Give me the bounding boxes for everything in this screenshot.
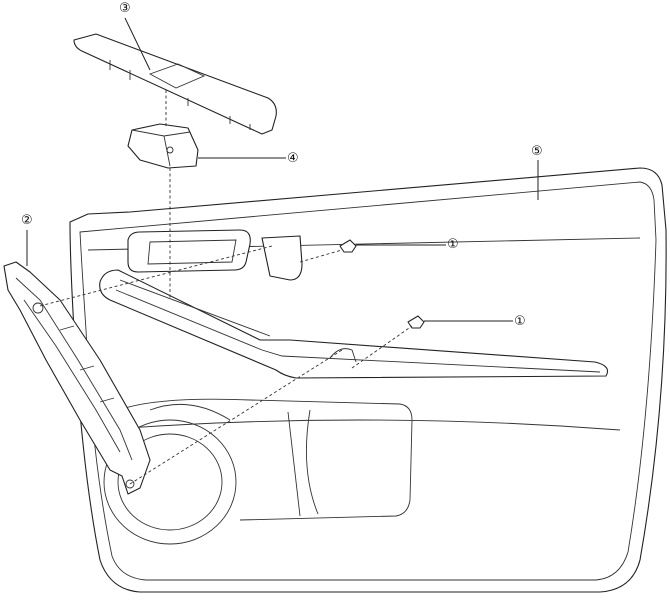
switch-panel [73,33,277,135]
callout-3: ③ [119,1,131,16]
pillar-bracket [3,261,151,495]
callout-1-upper: ① [447,237,459,252]
callout-4: ④ [287,151,299,166]
callout-1-lower: ① [514,314,526,329]
window-switch [127,123,199,169]
callout-2: ② [21,213,33,228]
callout-5: ⑤ [531,144,543,159]
door-trim-panel [69,167,667,593]
clip-upper [339,239,357,253]
